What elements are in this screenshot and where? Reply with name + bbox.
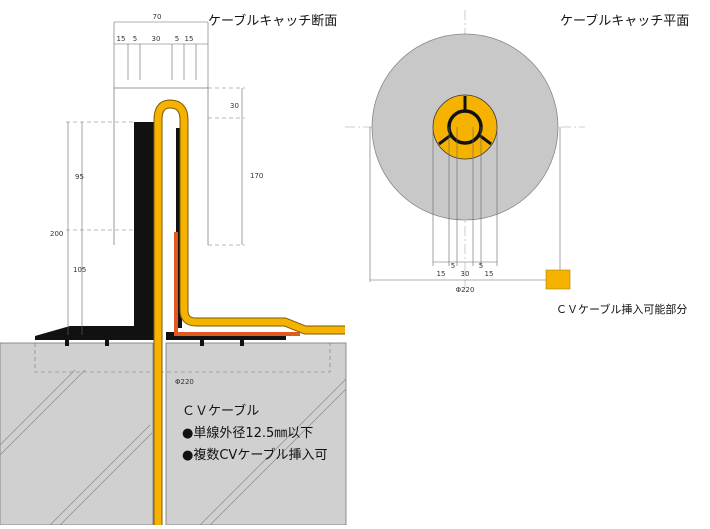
plan-dim-w5: 15 <box>485 270 494 278</box>
dim-top-height: 30 <box>230 102 239 110</box>
dim-w5: 15 <box>185 35 194 43</box>
cavity-outline <box>34 343 331 373</box>
plan-center-ring <box>447 109 483 145</box>
dim-total-width: 70 <box>153 13 162 21</box>
plan-dim-w1: 15 <box>437 270 446 278</box>
dim-w1: 15 <box>117 35 126 43</box>
base-plate-left <box>35 326 160 340</box>
note-line-2: ●複数CVケーブル挿入可 <box>182 447 328 463</box>
right-plate <box>176 128 182 328</box>
dim-upper-height: 95 <box>75 173 84 181</box>
plan-view: 15 5 30 5 15 Φ220 ケーブルキャッチ平面 ＣＶケーブル挿入可能部… <box>345 10 689 316</box>
concrete-hatch <box>0 369 347 526</box>
cv-cable <box>154 100 345 525</box>
top-dimensions: 70 15 5 30 5 15 <box>113 13 209 88</box>
plan-dim-w3: 30 <box>461 270 470 278</box>
dim-lower-height: 105 <box>73 266 86 274</box>
section-title: ケーブルキャッチ断面 <box>208 13 337 29</box>
concrete-slab-right <box>165 342 347 526</box>
anchor-bolts <box>65 340 244 346</box>
dim-w4: 5 <box>175 35 179 43</box>
dim-base-dia: Φ220 <box>175 378 194 386</box>
concrete-slab-left <box>0 342 154 526</box>
dim-total-height: 200 <box>50 230 63 238</box>
plan-dimensions: 15 5 30 5 15 Φ220 <box>369 127 561 294</box>
left-plate <box>134 122 156 330</box>
right-dimensions: 30 170 <box>208 87 263 246</box>
dim-w2: 5 <box>133 35 137 43</box>
section-view: 70 15 5 30 5 15 30 170 95 200 105 Φ <box>0 13 347 526</box>
left-dimensions: 95 200 105 <box>50 121 134 335</box>
note-title: ＣＶケーブル <box>182 403 259 419</box>
note-line-1: ●単線外径12.5㎜以下 <box>182 425 313 441</box>
dim-w3: 30 <box>152 35 161 43</box>
legend-label: ＣＶケーブル挿入可能部分 <box>556 302 687 316</box>
plan-title: ケーブルキャッチ平面 <box>560 13 689 29</box>
plan-dim-w2: 5 <box>451 262 455 270</box>
plan-dim-dia: Φ220 <box>456 286 475 294</box>
plan-dim-w4: 5 <box>479 262 483 270</box>
dim-right-height: 170 <box>250 172 263 180</box>
legend-swatch <box>545 269 571 290</box>
housing-outline <box>113 87 209 245</box>
